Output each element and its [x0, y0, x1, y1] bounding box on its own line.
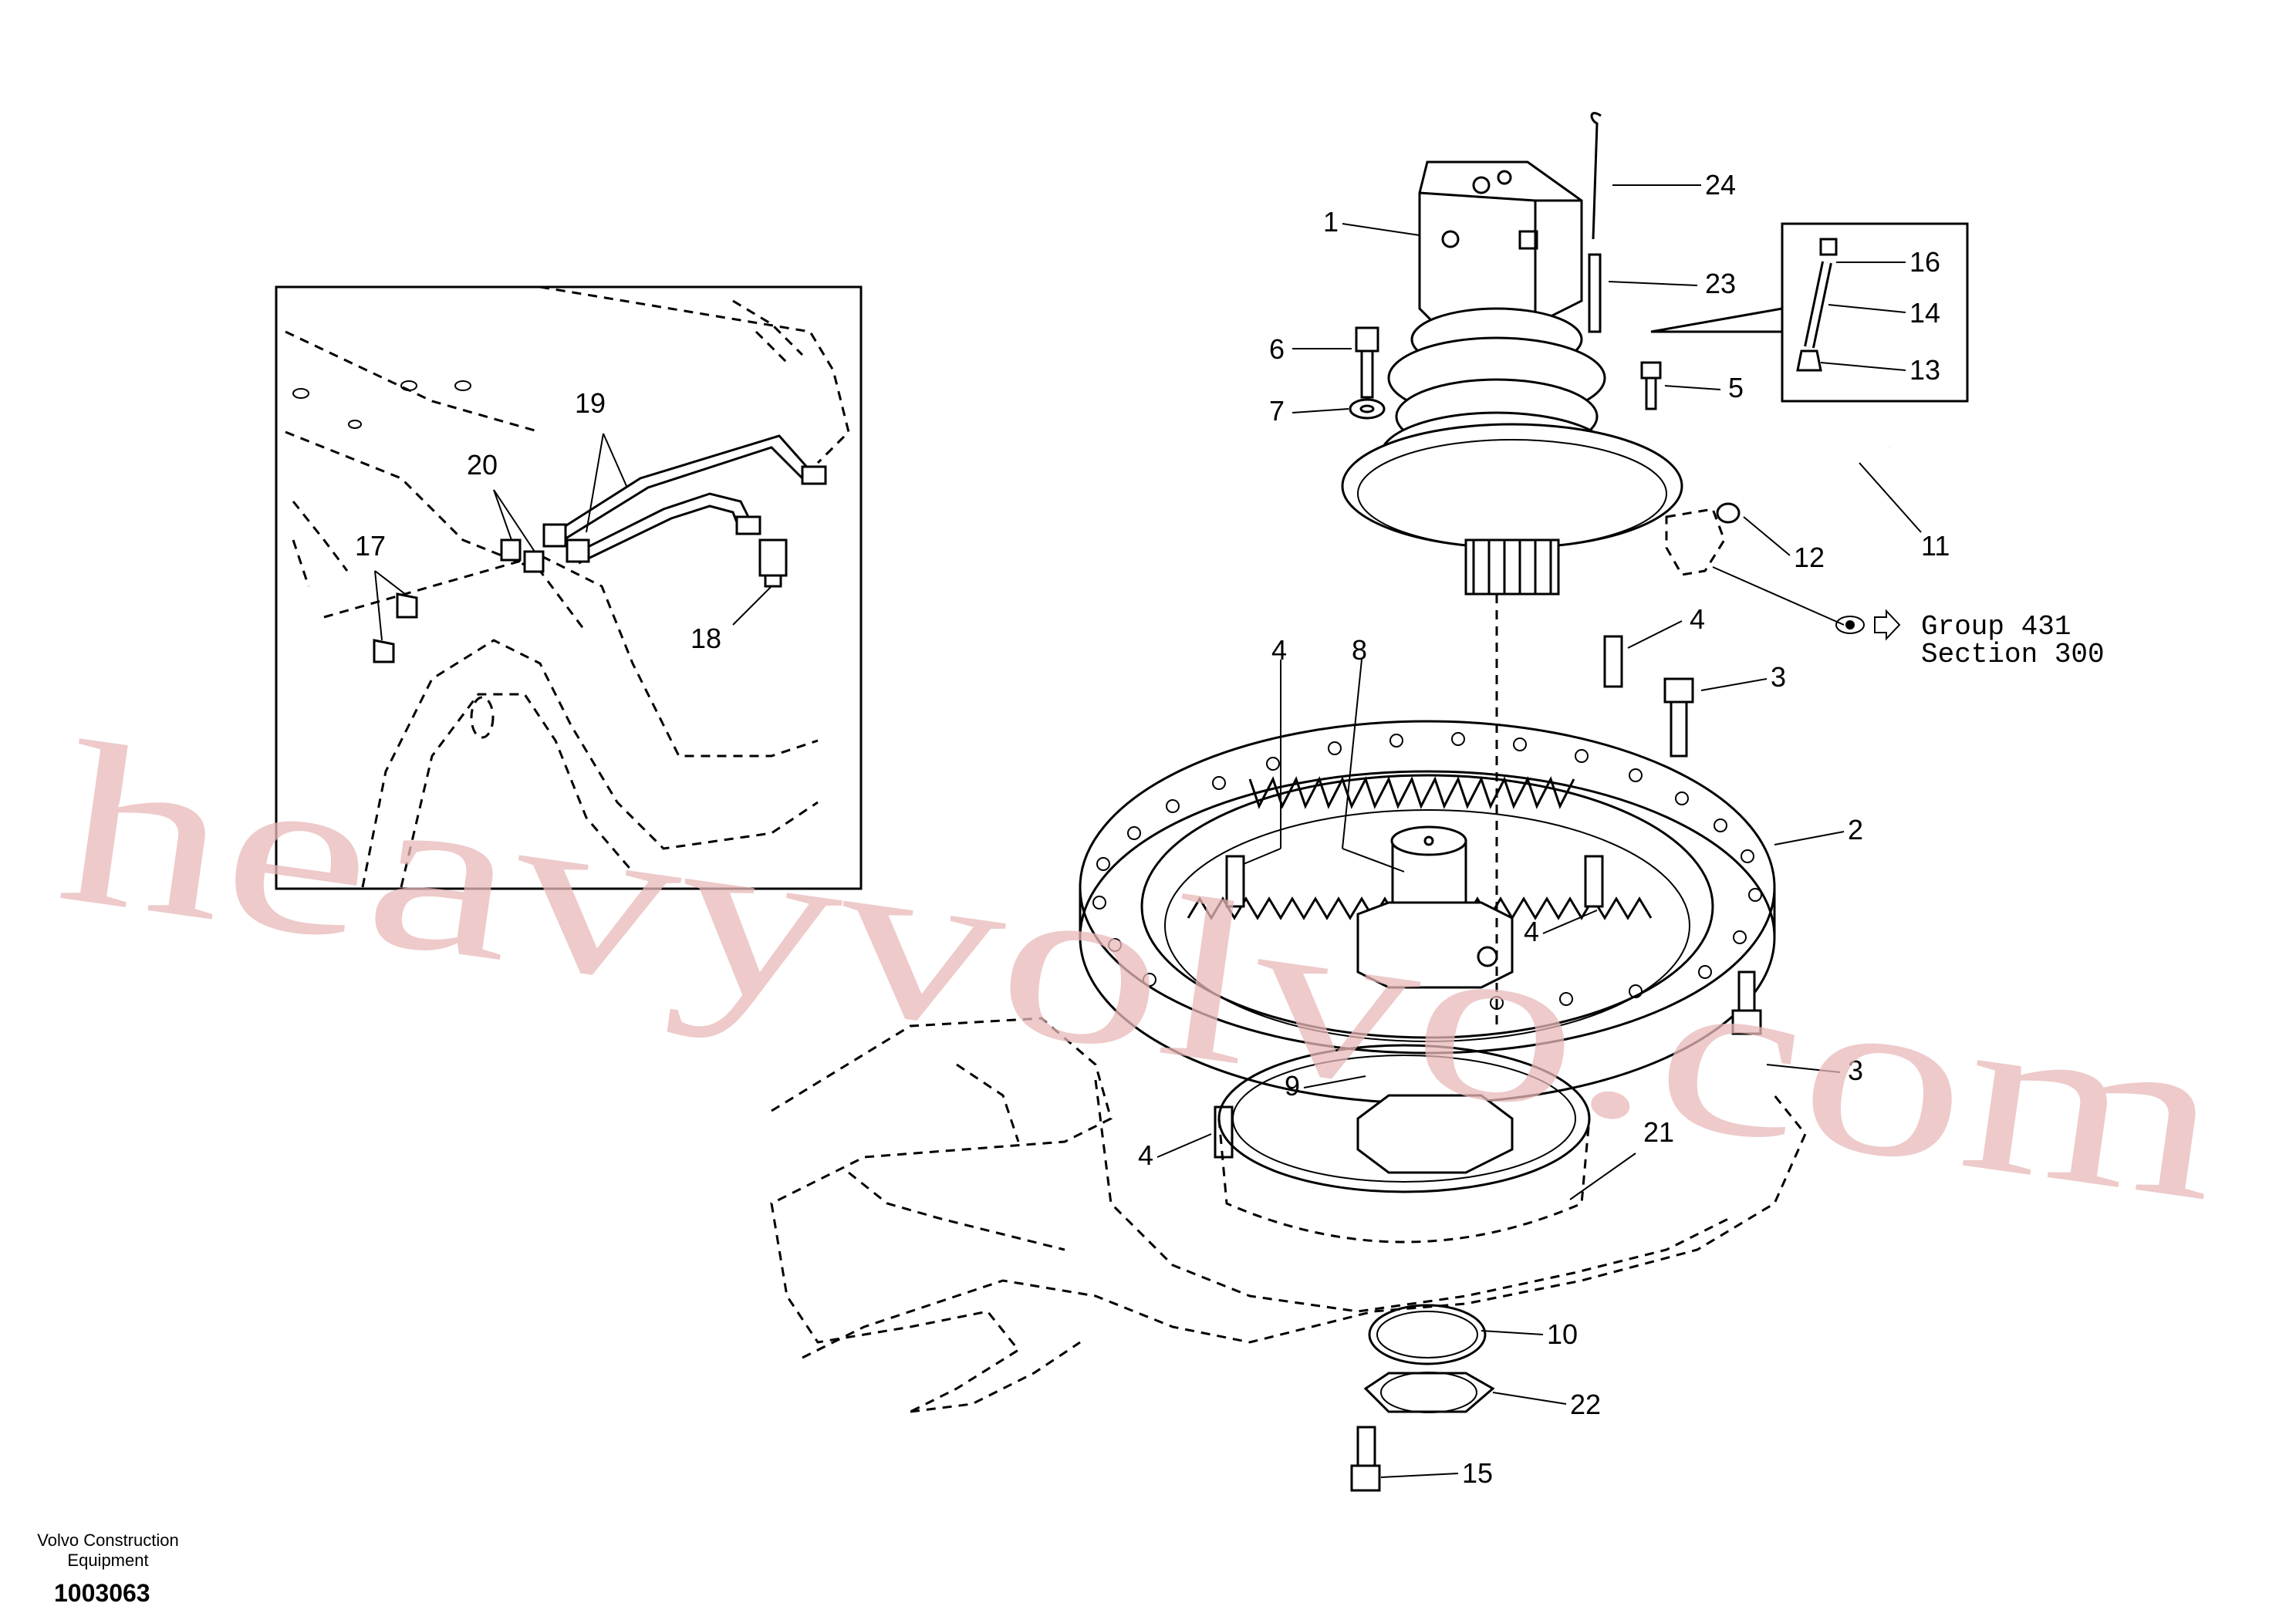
- reference-section: Section 300: [1921, 639, 2105, 670]
- callout-10: 10: [1547, 1318, 1578, 1350]
- callout-8: 8: [1352, 634, 1367, 666]
- inset-detail: [275, 285, 863, 890]
- upper-frame-outline: [770, 1017, 1807, 1413]
- callout-18: 18: [690, 623, 721, 654]
- reference-group: Group 431: [1921, 611, 2071, 643]
- callout-4c: 4: [1524, 916, 1539, 947]
- callout-21: 21: [1643, 1116, 1674, 1148]
- callout-2: 2: [1848, 814, 1863, 845]
- callout-4d: 4: [1138, 1139, 1153, 1171]
- arrow-right-icon: [1874, 609, 1901, 641]
- callout-3b: 3: [1848, 1055, 1863, 1086]
- callout-5: 5: [1728, 372, 1744, 403]
- eye-icon: [1835, 616, 1865, 634]
- callout-16: 16: [1909, 246, 1940, 278]
- callout-11: 11: [1921, 530, 1950, 562]
- callout-4b: 4: [1271, 634, 1287, 666]
- drawing-number: 1003063: [54, 1579, 150, 1607]
- company-name-line2: Equipment: [67, 1551, 148, 1570]
- callout-15: 15: [1462, 1457, 1493, 1489]
- callout-7: 7: [1269, 395, 1285, 427]
- swing-motor: [1341, 160, 1683, 1026]
- callout-9: 9: [1285, 1070, 1300, 1102]
- callout-13: 13: [1909, 354, 1940, 386]
- callout-24: 24: [1705, 169, 1736, 201]
- leader-lines: [1156, 184, 1922, 1478]
- group-reference: Group 431 Section 300: [1921, 611, 2105, 670]
- callout-17: 17: [355, 530, 386, 562]
- callout-4a: 4: [1690, 603, 1705, 635]
- callout-20: 20: [467, 449, 498, 481]
- callout-labels: 1 2 3 3 4 4 4 4 5 6 7 8 9 10 11 12 13 14…: [355, 169, 1950, 1489]
- small-parts: [1214, 112, 1969, 1492]
- callout-14: 14: [1909, 297, 1940, 329]
- company-name-line1: Volvo Construction: [37, 1531, 178, 1550]
- callout-6: 6: [1269, 333, 1285, 365]
- callout-1: 1: [1323, 206, 1339, 238]
- slewing-ring: [1079, 720, 1776, 1105]
- footer: Volvo Construction Equipment 1003063: [37, 1531, 178, 1607]
- callout-12: 12: [1794, 542, 1825, 573]
- callout-19: 19: [575, 387, 606, 419]
- callout-3a: 3: [1771, 661, 1786, 693]
- callout-22: 22: [1570, 1389, 1601, 1420]
- callout-23: 23: [1705, 268, 1736, 299]
